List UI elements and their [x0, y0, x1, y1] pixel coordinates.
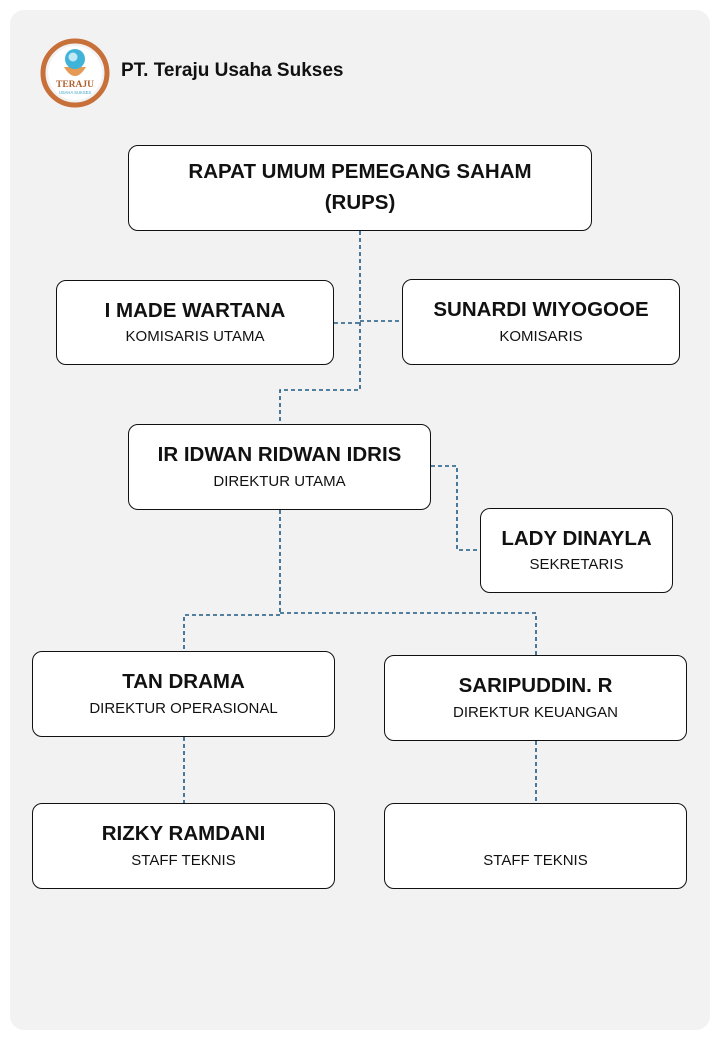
- direktur-operasional-box: TAN DRAMA DIREKTUR OPERASIONAL: [32, 651, 335, 737]
- logo-text: TERAJU: [56, 80, 94, 90]
- direktur-operasional-role: DIREKTUR OPERASIONAL: [89, 699, 278, 717]
- komisaris-role: KOMISARIS: [499, 327, 583, 345]
- komisaris-box: SUNARDI WIYOGOOE KOMISARIS: [402, 279, 680, 365]
- company-name: PT. Teraju Usaha Sukses: [121, 60, 344, 81]
- staff-teknis-1-name: RIZKY RAMDANI: [101, 822, 266, 846]
- rups-box: RAPAT UMUM PEMEGANG SAHAM (RUPS): [128, 145, 592, 231]
- komisaris-name: SUNARDI WIYOGOOE: [433, 298, 649, 322]
- staff-teknis-2-role: STAFF TEKNIS: [483, 852, 588, 869]
- sekretaris-name: LADY DINAYLA: [501, 526, 652, 550]
- komisaris-utama-box: I MADE WARTANA KOMISARIS UTAMA: [56, 280, 334, 365]
- staff-teknis-1-role: STAFF TEKNIS: [131, 851, 236, 869]
- direktur-operasional-name: TAN DRAMA: [122, 670, 245, 694]
- direktur-utama-name: IR IDWAN RIDWAN IDRIS: [157, 443, 402, 467]
- sekretaris-box: LADY DINAYLA SEKRETARIS: [480, 508, 673, 593]
- company-logo: TERAJU USAHA SUKSES: [40, 38, 110, 108]
- direktur-utama-box: IR IDWAN RIDWAN IDRIS DIREKTUR UTAMA: [128, 424, 431, 510]
- direktur-keuangan-name: SARIPUDDIN. R: [458, 674, 613, 698]
- rups-title-line1: RAPAT UMUM PEMEGANG SAHAM: [188, 160, 532, 184]
- connector-branch-right: [280, 612, 537, 655]
- connector-branch-left: [183, 614, 280, 651]
- connector-rups-direktur: [279, 231, 361, 425]
- komisaris-utama-name: I MADE WARTANA: [104, 298, 286, 322]
- connector-sekretaris: [431, 465, 481, 551]
- direktur-utama-role: DIREKTUR UTAMA: [213, 472, 346, 490]
- sekretaris-role: SEKRETARIS: [529, 556, 624, 574]
- staff-teknis-1-box: RIZKY RAMDANI STAFF TEKNIS: [32, 803, 335, 889]
- direktur-keuangan-role: DIREKTUR KEUANGAN: [452, 703, 619, 721]
- komisaris-utama-role: KOMISARIS UTAMA: [125, 328, 265, 346]
- staff-teknis-2-box: STAFF TEKNIS: [384, 803, 687, 889]
- logo-subtext: USAHA SUKSES: [59, 90, 92, 95]
- rups-title-line2: (RUPS): [324, 191, 396, 214]
- direktur-keuangan-box: SARIPUDDIN. R DIREKTUR KEUANGAN: [384, 655, 687, 741]
